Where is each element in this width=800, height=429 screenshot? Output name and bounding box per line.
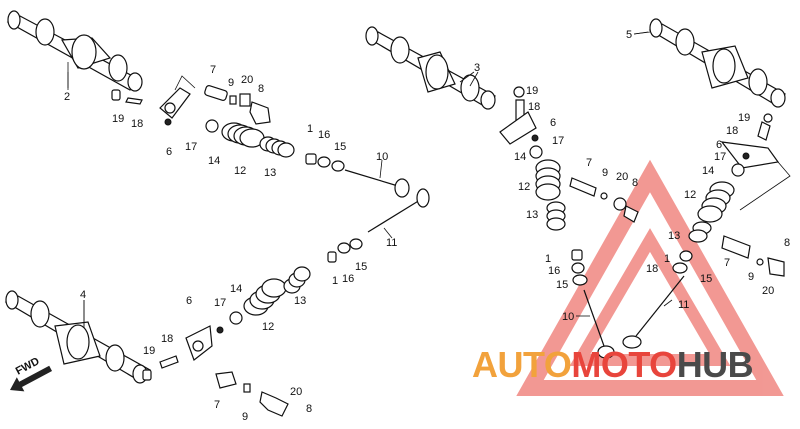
callout-13-fr: 13: [668, 230, 680, 242]
callout-14-r: 14: [514, 151, 526, 163]
callout-6-bl: 6: [186, 295, 192, 307]
valve-group-right: [499, 86, 685, 359]
callout-11-r: 11: [678, 299, 689, 311]
callout-5: 5: [626, 29, 632, 41]
callout-13-bl: 13: [294, 295, 306, 307]
camshaft-2: [6, 10, 143, 92]
callout-19-r: 19: [526, 85, 538, 97]
callout-7-r: 7: [586, 157, 592, 169]
rocker-group-right: [672, 113, 791, 277]
callout-19-fr: 19: [738, 112, 750, 124]
valve-spring-13-fr: [688, 221, 712, 243]
callout-9-r: 9: [602, 167, 608, 179]
callout-19-bl: 19: [143, 345, 155, 357]
valve-spring-12-fr: [697, 181, 735, 223]
callout-4: 4: [80, 289, 86, 301]
callout-14-tl: 14: [208, 155, 220, 167]
rocker-arm-6-fr: [720, 141, 780, 169]
watermark-triangle-inner: [569, 228, 731, 366]
callout-16-top: 16: [318, 129, 330, 141]
callout-8-bl: 8: [306, 403, 312, 415]
callout-17-bl: 17: [214, 297, 226, 309]
rocker-arm-6-tl: [159, 87, 191, 119]
callout-1-r: 1: [545, 253, 551, 265]
callout-12-r: 12: [518, 181, 530, 193]
callout-6-r: 6: [550, 117, 556, 129]
callout-18-fr: 18: [726, 125, 738, 137]
callout-20-fr: 20: [762, 285, 774, 297]
leader-lines: [67, 31, 673, 328]
callout-8-r: 8: [632, 177, 638, 189]
callout-7-tl: 7: [210, 64, 216, 76]
rocker-group-top-left: [111, 75, 295, 158]
callout-9-fr: 9: [748, 271, 754, 283]
callout-15-r: 15: [556, 279, 568, 291]
valve-spring-13-bl: [283, 266, 311, 294]
callout-17-r: 17: [552, 135, 564, 147]
camshaft-3: [365, 26, 497, 110]
watermark-word-hub: HUB: [676, 344, 754, 385]
camshaft-5: [633, 18, 787, 108]
callout-19-tl: 19: [112, 113, 124, 125]
callout-18-tl: 18: [131, 118, 143, 130]
valve-spring-12-bl: [243, 278, 287, 316]
callout-16-r: 16: [548, 265, 560, 277]
callout-12-fr: 12: [684, 189, 696, 201]
callout-13-r: 13: [526, 209, 538, 221]
camshaft-4: [4, 290, 152, 384]
callout-12-tl: 12: [234, 165, 246, 177]
fwd-arrow: [10, 365, 53, 392]
watermark-logo: [516, 159, 784, 396]
callout-3: 3: [474, 62, 480, 74]
callout-17-fr: 17: [714, 151, 726, 163]
callout-8-tl: 8: [258, 83, 264, 95]
callout-18-fr2: 18: [646, 263, 658, 275]
watermark-word-auto: AUTO: [472, 344, 572, 385]
callout-6-tl: 6: [166, 146, 172, 158]
valve-spring-12-r: [535, 159, 561, 201]
callout-7-fr: 7: [724, 257, 730, 269]
callout-labels: 2 19 18 6 17 7 9 20 8 14 12 13 1 16 15 1…: [64, 29, 790, 423]
rocker-group-bottom-left: [142, 266, 311, 417]
callout-2: 2: [64, 91, 70, 103]
valve-spring-13-tl: [259, 136, 295, 158]
watermark-triangle-outer: [516, 159, 784, 396]
callout-16-mid: 16: [342, 273, 354, 285]
callout-12-bl: 12: [262, 321, 274, 333]
callout-18-r: 18: [528, 101, 540, 113]
callout-20-r: 20: [616, 171, 628, 183]
callout-17-tl: 17: [185, 141, 197, 153]
valve-assembly-top: [305, 153, 430, 263]
callout-14-bl: 14: [230, 283, 242, 295]
callout-9-tl: 9: [228, 77, 234, 89]
callout-14-fr: 14: [702, 165, 714, 177]
callout-1-fr: 1: [664, 253, 670, 265]
callout-10-top: 10: [376, 151, 388, 163]
callout-8-fr: 8: [784, 237, 790, 249]
callout-11-top: 11: [386, 237, 397, 249]
callout-15-fr: 15: [700, 273, 712, 285]
callout-1-mid: 1: [332, 275, 338, 287]
valve-spring-12-tl: [221, 122, 265, 148]
callout-20-bl: 20: [290, 386, 302, 398]
callout-10-r: 10: [562, 311, 574, 323]
rocker-arm-6-r: [499, 111, 537, 145]
watermark-word-moto: MOTO: [571, 344, 677, 385]
callout-7-bl: 7: [214, 399, 220, 411]
callout-15-top: 15: [334, 141, 346, 153]
callout-13-tl: 13: [264, 167, 276, 179]
watermark-text: AUTOMOTOHUB: [472, 344, 754, 386]
callout-6-fr: 6: [716, 139, 722, 151]
callout-20-tl: 20: [241, 74, 253, 86]
callout-1-top: 1: [307, 123, 313, 135]
callout-15-mid: 15: [355, 261, 367, 273]
valve-spring-13-r: [546, 201, 566, 231]
callout-9-bl: 9: [242, 411, 248, 423]
callout-18-bl: 18: [161, 333, 173, 345]
